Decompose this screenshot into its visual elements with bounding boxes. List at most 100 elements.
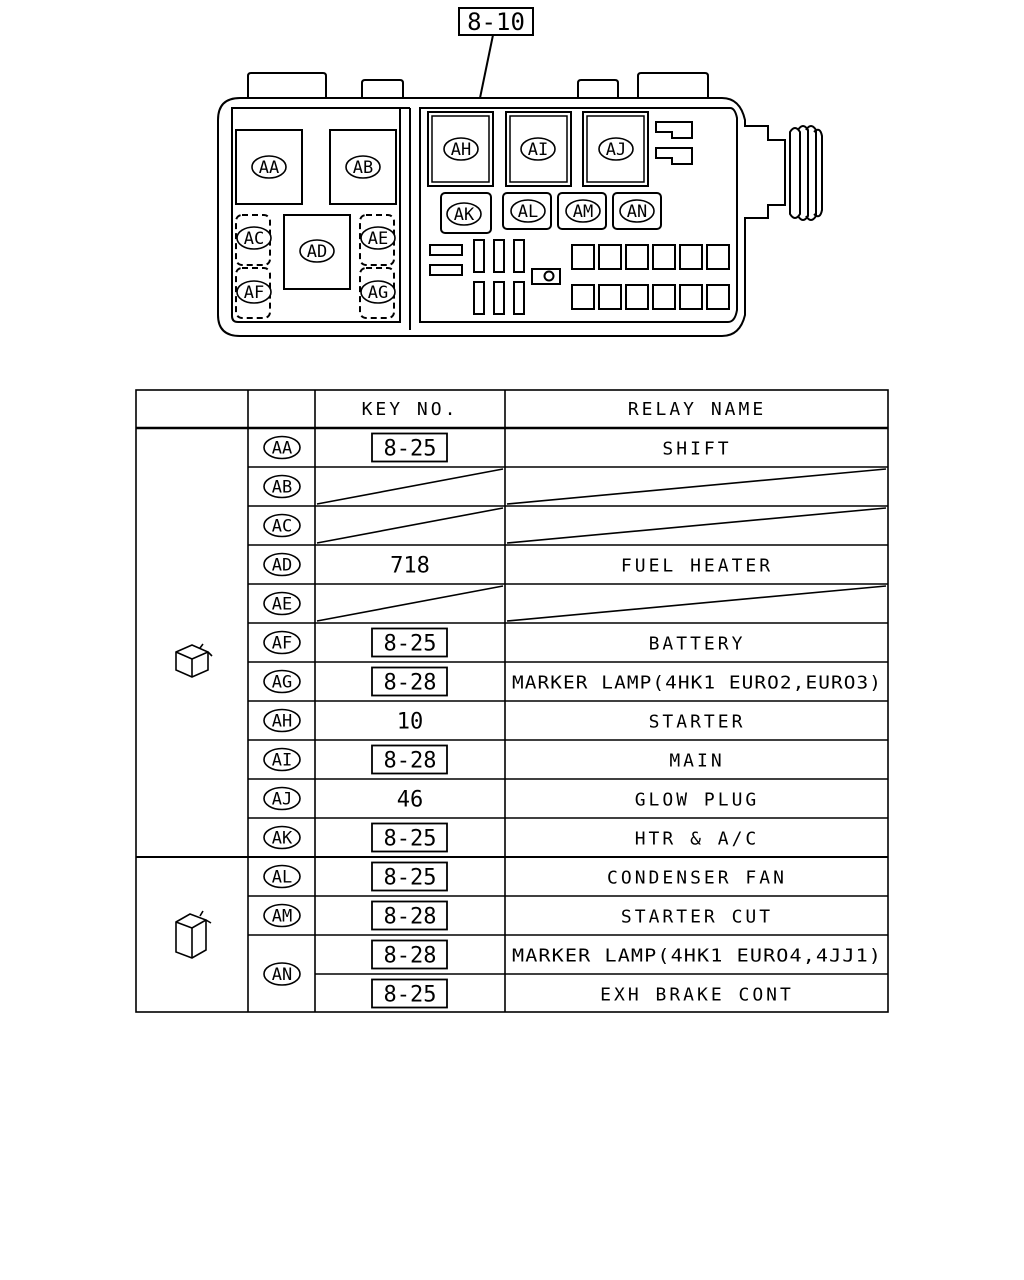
diagram-label-text: AH <box>451 140 471 160</box>
diagram-label-text: AL <box>518 202 538 222</box>
diagram-label-text: AE <box>368 229 388 249</box>
key-ref-box <box>371 900 448 931</box>
diagram-label-aa: AA <box>251 155 287 179</box>
diagram-label-text: AI <box>528 140 548 160</box>
diagram-label-text: AC <box>244 229 264 249</box>
row-code: AK <box>272 829 293 849</box>
code-oval <box>263 591 301 616</box>
key-ref-box <box>371 861 448 892</box>
row-key-no: 46 <box>397 788 424 813</box>
row-code: AM <box>272 907 292 927</box>
empty-name-slash <box>506 507 887 544</box>
diagram-label-ah: AH <box>443 137 479 161</box>
row-relay-name: MAIN <box>669 751 724 772</box>
diagram-label-al: AL <box>510 199 546 223</box>
row-key-no: 8-25 <box>384 632 437 657</box>
code-oval <box>263 962 301 986</box>
row-key-no: 8-25 <box>384 827 437 852</box>
relay-box-housing <box>217 97 786 337</box>
code-oval <box>263 552 301 577</box>
row-relay-name: STARTER <box>649 712 746 733</box>
key-ref-box <box>371 939 448 970</box>
diagram-label-text: AG <box>368 283 388 303</box>
diagram-label-ab: AB <box>345 155 381 179</box>
row-relay-name: MARKER LAMP(4HK1 EURO4,4JJ1) <box>512 946 882 967</box>
key-ref-box <box>371 627 448 658</box>
code-oval <box>263 708 301 733</box>
relay-box-diagram: 8-10 <box>217 7 823 337</box>
row-key-no: 8-28 <box>384 905 437 930</box>
empty-key-slash <box>316 507 504 544</box>
table-row: AG 8-28 MARKER LAMP(4HK1 EURO2,EURO3) <box>248 666 888 702</box>
table-row: AH 10 STARTER <box>248 708 888 741</box>
row-code: AD <box>272 556 292 576</box>
key-ref-box <box>371 666 448 697</box>
row-relay-name: EXH BRAKE CONT <box>600 985 794 1006</box>
row-key-no: 10 <box>397 710 424 735</box>
code-oval <box>263 630 301 655</box>
header-key-no: KEY NO. <box>362 399 459 420</box>
row-code: AI <box>272 751 292 771</box>
diagram-label-text: AK <box>454 205 475 225</box>
empty-key-slash <box>316 585 504 622</box>
row-code: AH <box>272 712 292 732</box>
diagram-label-ac: AC <box>236 226 272 250</box>
diagram-label-ae: AE <box>360 226 396 250</box>
code-oval <box>263 513 301 538</box>
row-relay-name: CONDENSER FAN <box>607 868 787 889</box>
empty-key-slash <box>316 468 504 505</box>
row-key-no: 8-25 <box>384 866 437 891</box>
row-code: AB <box>272 478 292 498</box>
diagram-label-text: AF <box>244 283 264 303</box>
key-ref-box <box>371 432 448 463</box>
table-row: AC <box>248 507 888 546</box>
key-ref-label: 8-10 <box>467 8 525 36</box>
diagram-label-an: AN <box>619 199 655 223</box>
row-key-no: 8-25 <box>384 983 437 1008</box>
code-oval <box>263 435 301 460</box>
diagram-label-text: AA <box>259 158 279 178</box>
key-ref-box <box>371 822 448 853</box>
code-oval <box>263 903 301 928</box>
table-row: AB <box>248 468 888 507</box>
row-key-no: 8-28 <box>384 944 437 969</box>
header-relay-name: RELAY NAME <box>628 399 766 420</box>
code-oval <box>263 825 301 850</box>
row-key-no: 8-28 <box>384 671 437 696</box>
diagram-label-am: AM <box>565 199 601 223</box>
table-row: 8-25 EXH BRAKE CONT <box>371 978 794 1009</box>
diagram-label-af: AF <box>236 280 272 304</box>
row-code: AC <box>272 517 292 537</box>
row-relay-name: MARKER LAMP(4HK1 EURO2,EURO3) <box>512 673 882 694</box>
row-code: AF <box>272 634 292 654</box>
row-relay-name: STARTER CUT <box>621 907 773 928</box>
code-oval <box>263 864 301 889</box>
row-code: AA <box>272 439 292 459</box>
diagram-label-text: AB <box>353 158 373 178</box>
row-key-no: 718 <box>390 554 430 579</box>
diagram-label-aj: AJ <box>598 137 634 161</box>
row-code: AG <box>272 673 292 693</box>
diagram-label-ag: AG <box>360 280 396 304</box>
code-oval <box>263 786 301 811</box>
diagram-label-ak: AK <box>446 202 482 226</box>
row-key-no: 8-25 <box>384 437 437 462</box>
table-row: AM 8-28 STARTER CUT <box>248 900 888 936</box>
cable-coil <box>789 125 823 221</box>
relay-cube-icon <box>175 643 213 678</box>
diagram-label-text: AN <box>627 202 647 222</box>
row-relay-name: GLOW PLUG <box>635 790 760 811</box>
row-code: AE <box>272 595 292 615</box>
key-ref-box <box>458 7 534 36</box>
diagram-label-ad: AD <box>299 239 335 263</box>
empty-name-slash <box>506 585 887 622</box>
code-oval <box>263 747 301 772</box>
table-row: AE <box>248 585 888 624</box>
